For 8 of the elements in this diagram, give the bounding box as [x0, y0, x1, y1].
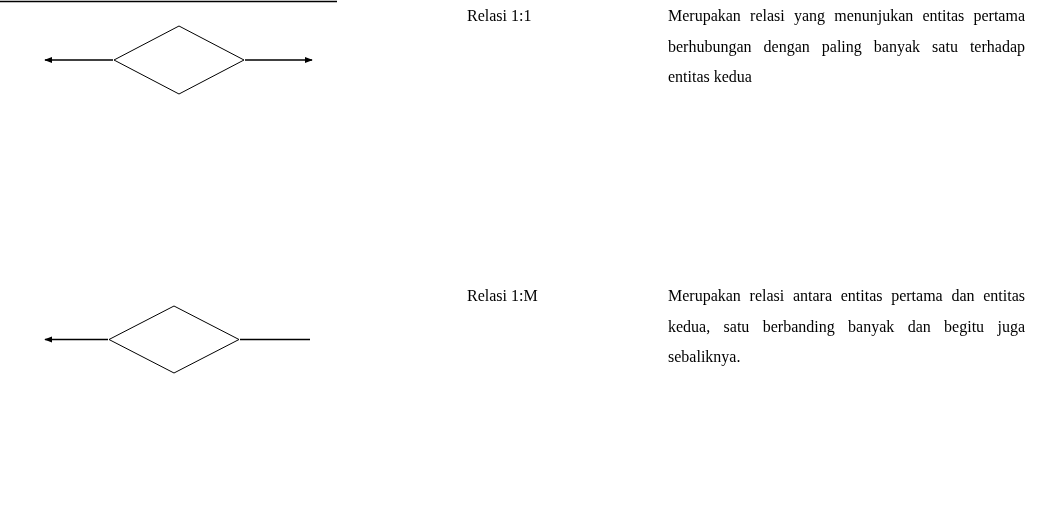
arrow	[244, 56, 313, 64]
line	[239, 338, 311, 341]
relation-description: Merupakan relasi antara entitas pertama dan entitas kedua, satu berbanding banyak dan begitu juga sebaliknya.	[668, 286, 1025, 368]
relation-description: Merupakan relasi yang menunjukan entitas pertama berhubungan dengan paling banyak satu terhadap entitas kedua	[668, 6, 1025, 87]
relation-name: Relasi 1:M	[467, 286, 538, 306]
arrow	[44, 56, 114, 64]
arrow	[44, 336, 109, 343]
relation-name: Relasi 1:1	[467, 6, 532, 26]
